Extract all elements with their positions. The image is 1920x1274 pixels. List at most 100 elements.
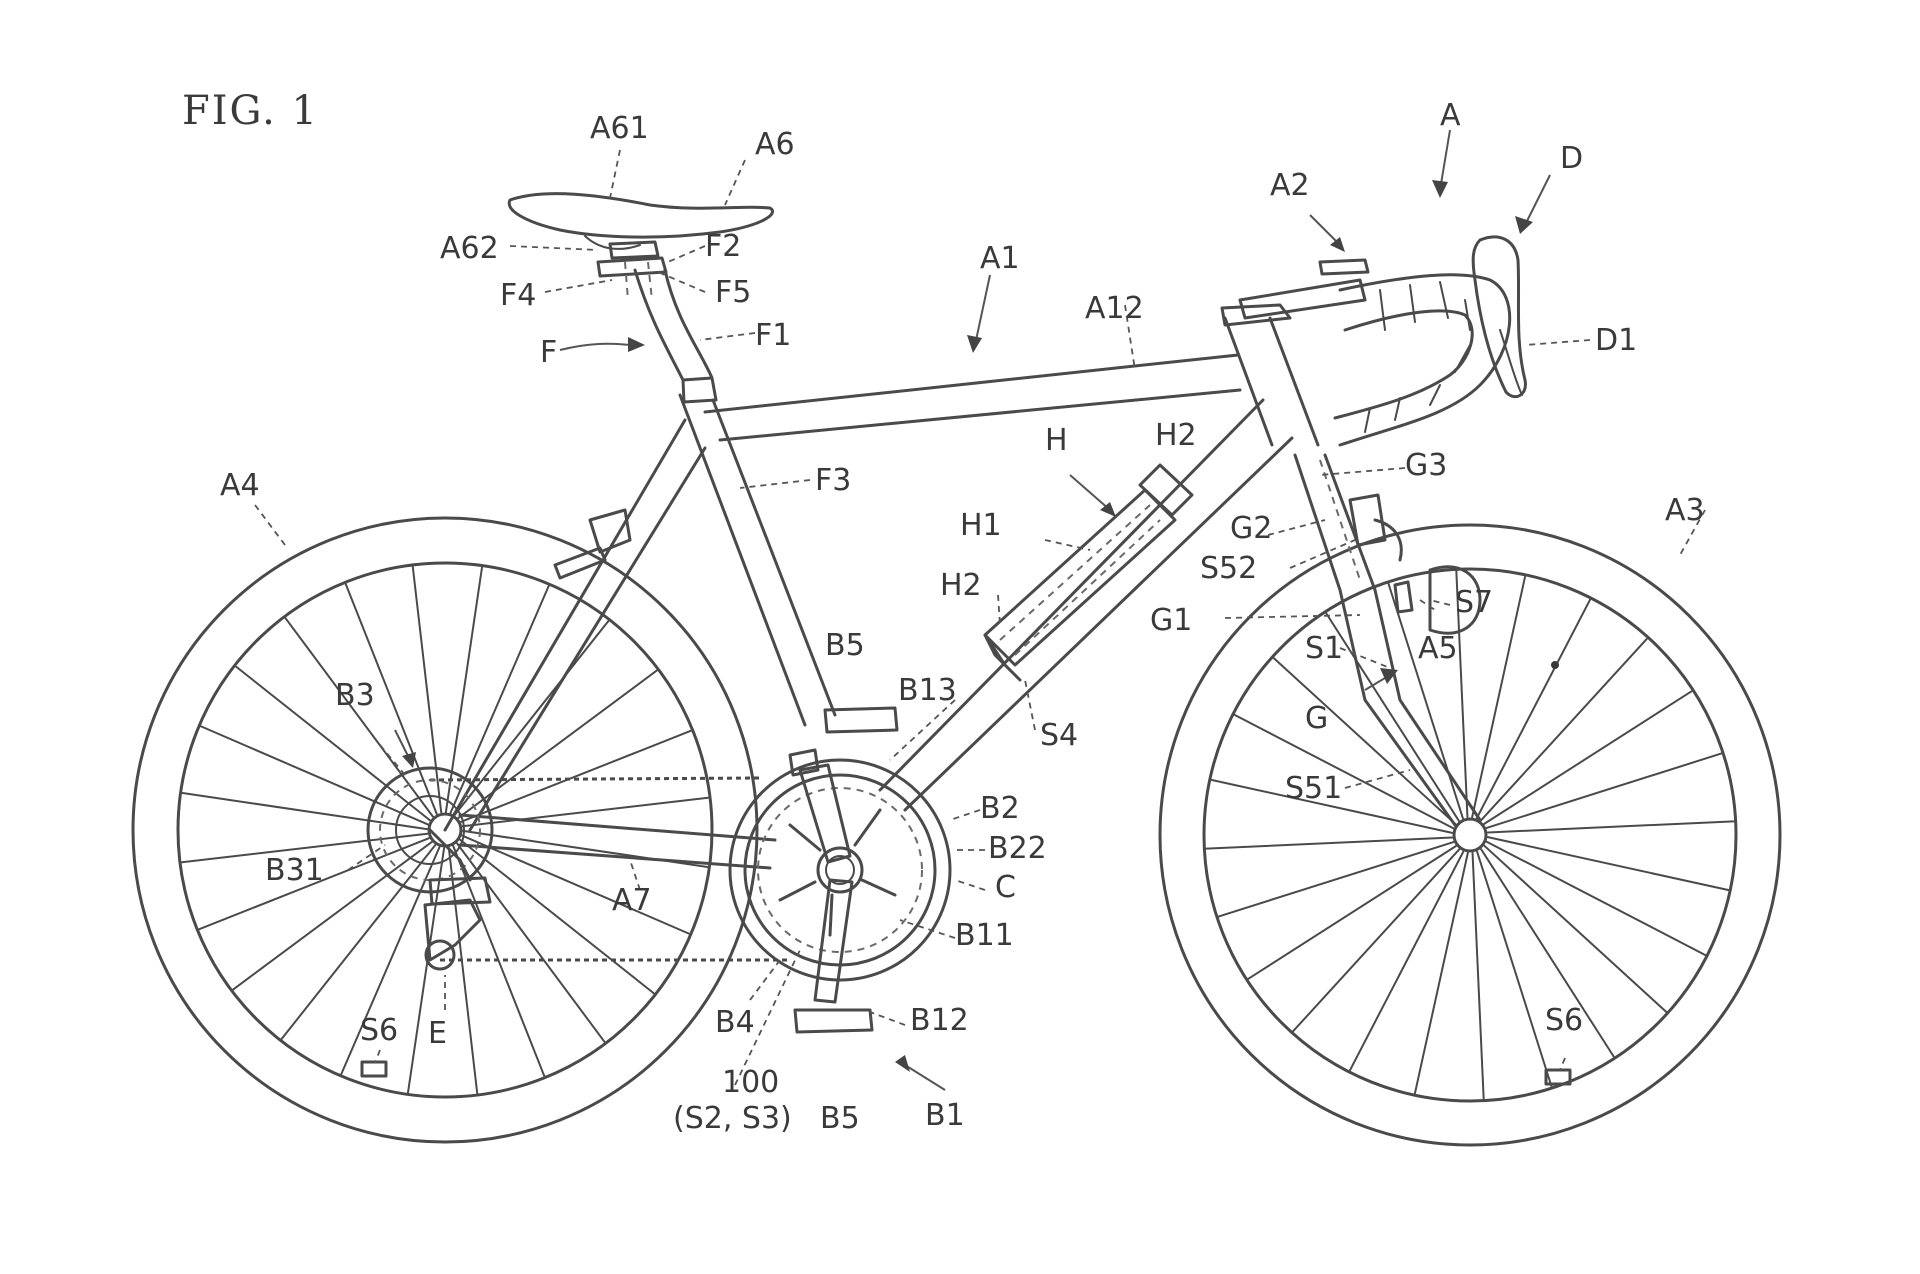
front-wheel-spoke	[1483, 844, 1668, 1013]
reference-arrows	[394, 129, 1551, 1091]
front-wheel-spoke	[1455, 570, 1469, 819]
rear-wheel	[131, 516, 759, 1144]
label-G2: G2	[1230, 511, 1272, 546]
front-wheel-spoke	[1233, 714, 1455, 830]
crankset	[728, 706, 952, 1034]
label-A: A	[1440, 98, 1461, 133]
label-S7: S7	[1455, 585, 1493, 620]
label-G1: G1	[1150, 603, 1192, 638]
label-A1: A1	[980, 241, 1020, 276]
front-wheel-spoke	[1247, 845, 1457, 980]
front-wheel-spoke	[1475, 598, 1591, 820]
rear-wheel-spoke	[453, 620, 610, 816]
label-B11: B11	[955, 918, 1014, 953]
label-B12: B12	[910, 1003, 969, 1038]
label-F: F	[540, 335, 557, 370]
label-A62: A62	[440, 231, 499, 266]
rear-wheel-spoke	[449, 585, 550, 814]
rear-wheel-spoke	[235, 665, 431, 822]
front-wheel-spoke	[1479, 637, 1648, 822]
front-wheel-spoke	[1486, 836, 1730, 892]
rear-wheel-sensor	[360, 1060, 388, 1078]
front-wheel-spoke	[1272, 657, 1457, 826]
label-H2-top: H2	[1155, 418, 1197, 453]
label-F3: F3	[815, 463, 851, 498]
label-C: C	[995, 870, 1016, 905]
front-wheel-spoke	[1413, 851, 1469, 1095]
label-A3: A3	[1665, 493, 1705, 528]
label-H2-bottom: H2	[940, 568, 982, 603]
frame	[443, 303, 1320, 894]
front-wheel-spoke	[1387, 582, 1464, 820]
label-B5-top: B5	[825, 628, 865, 663]
label-A7: A7	[612, 883, 652, 918]
rear-wheel-spoke	[460, 729, 692, 823]
front-wheel-spoke	[1480, 848, 1615, 1058]
front-wheel-spoke	[1485, 840, 1707, 956]
rear-wheel-spoke	[180, 832, 429, 864]
label-F1: F1	[755, 318, 791, 353]
front-wheel-spoke	[1210, 778, 1454, 834]
label-S6-front: S6	[1545, 1003, 1583, 1038]
label-A12: A12	[1085, 291, 1144, 326]
label-H1: H1	[960, 508, 1002, 543]
rear-wheel-spoke	[344, 583, 438, 815]
label-B3: B3	[335, 678, 375, 713]
rear-wheel-spoke	[407, 846, 446, 1094]
battery-unit	[983, 463, 1194, 682]
label-S6-rear: S6	[360, 1013, 398, 1048]
label-B1: B1	[925, 1098, 965, 1133]
stem-and-handlebar	[1238, 235, 1527, 447]
front-wheel-spoke	[1205, 836, 1454, 850]
label-100: 100	[722, 1065, 779, 1100]
rear-wheel-spoke	[456, 842, 606, 1043]
chain	[429, 776, 790, 962]
rear-wheel-spoke	[284, 617, 434, 818]
label-S4: S4	[1040, 718, 1078, 753]
label-B4: B4	[715, 1005, 755, 1040]
label-F5: F5	[715, 275, 751, 310]
front-wheel-spoke	[1476, 850, 1553, 1088]
rear-wheel-spoke	[232, 841, 433, 991]
rear-wheel-spoke	[461, 834, 690, 935]
rear-wheel-spoke	[461, 796, 710, 828]
rear-wheel-spoke	[181, 792, 429, 831]
front-wheel-spoke	[1471, 575, 1527, 819]
reference-labels: A61 A6 A62 F2 F4 F5 F F1 F3 A4 A1 A12 A2…	[220, 98, 1705, 1136]
label-B13: B13	[898, 673, 957, 708]
label-D: D	[1560, 141, 1583, 176]
label-F2: F2	[705, 229, 741, 264]
rear-wheel-spoke	[280, 844, 437, 1040]
label-100-sub: (S2, S3)	[673, 1101, 792, 1136]
label-G: G	[1305, 701, 1328, 736]
label-B2: B2	[980, 791, 1020, 826]
front-wheel-spoke	[1471, 851, 1485, 1100]
front-wheel-spoke	[1349, 850, 1465, 1072]
front-wheel-spoke	[1217, 841, 1455, 918]
label-H: H	[1045, 423, 1068, 458]
front-wheel-spoke	[1483, 690, 1693, 825]
front-wheel-magnet	[1551, 661, 1559, 669]
leader-lines	[254, 149, 1706, 1086]
front-wheel-spoke	[1292, 848, 1461, 1033]
front-wheel-spoke	[1485, 752, 1723, 829]
front-wheel-sensor	[1544, 1068, 1572, 1086]
label-A61: A61	[590, 111, 649, 146]
figure-title: FIG. 1	[182, 88, 319, 134]
label-A2: A2	[1270, 168, 1310, 203]
label-G3: G3	[1405, 448, 1447, 483]
rear-wheel-spoke	[411, 565, 443, 814]
label-S52: S52	[1200, 551, 1257, 586]
label-B22: B22	[988, 831, 1047, 866]
rear-wheel-spoke	[457, 669, 658, 819]
label-A4: A4	[220, 468, 260, 503]
label-A6: A6	[755, 127, 795, 162]
rear-wheel-spoke	[198, 837, 430, 931]
label-F4: F4	[500, 278, 536, 313]
label-B5-bottom: B5	[820, 1101, 860, 1136]
front-wheel-spoke	[1486, 820, 1735, 834]
front-wheel	[1158, 523, 1782, 1147]
seatpost-and-saddle	[507, 192, 774, 382]
label-S1: S1	[1305, 631, 1343, 666]
